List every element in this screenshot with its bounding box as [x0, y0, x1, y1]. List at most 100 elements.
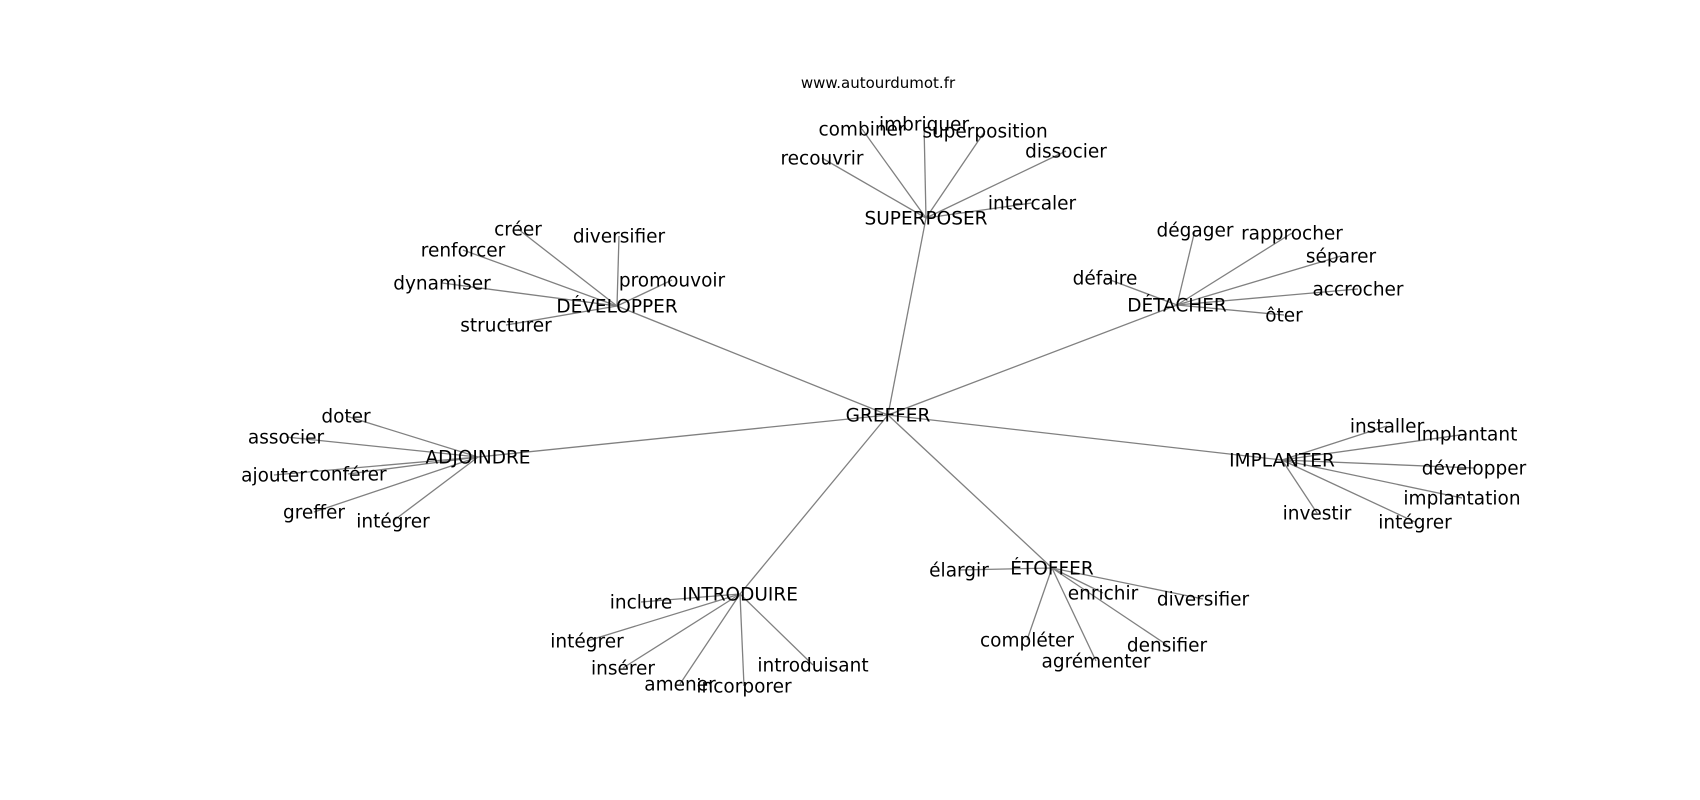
word-node-greffer: greffer [283, 503, 345, 524]
edge-introduire-incorporer [739, 593, 745, 687]
edge-developper-diversifier [616, 235, 620, 307]
word-node-implantant: implantant [1417, 425, 1518, 446]
edge-etoffer-agrementer [1051, 567, 1097, 662]
word-node-completer: compléter [980, 631, 1074, 652]
edge-detacher-degager [1176, 229, 1196, 306]
graph-edges [273, 123, 1475, 687]
root-node: GREFFER [846, 406, 931, 427]
word-node-associer: associer [248, 428, 325, 449]
edge-adjoindre-greffer [313, 456, 479, 513]
group-node-developper: DÉVELOPPER [556, 296, 677, 318]
word-node-creer: créer [494, 220, 542, 241]
edge-root-superposer [887, 217, 927, 416]
word-node-diversifier: diversifier [573, 227, 666, 248]
edge-etoffer-enrichir [1051, 567, 1104, 594]
edge-introduire-inclure [640, 593, 741, 603]
word-node-recouvrir: recouvrir [780, 149, 863, 170]
word-node-doter: doter [321, 407, 371, 428]
edge-introduire-amener [679, 593, 741, 685]
edge-detacher-separer [1176, 255, 1342, 306]
word-node-accrocher: accrocher [1312, 280, 1403, 301]
word-node-separer: séparer [1306, 247, 1377, 268]
word-node-investir: investir [1283, 504, 1352, 525]
word-node-defaire: défaire [1073, 269, 1138, 290]
group-node-adjoindre: ADJOINDRE [425, 448, 530, 469]
word-node-diversifier: diversifier [1157, 590, 1250, 611]
word-node-rapprocher: rapprocher [1241, 224, 1343, 245]
edge-etoffer-completer [1026, 567, 1053, 641]
edge-detacher-accrocher [1176, 288, 1359, 306]
edge-superposer-intercaler [925, 202, 1033, 219]
word-node-intercaler: intercaler [988, 194, 1077, 215]
word-node-renforcer: renforcer [421, 241, 506, 262]
edge-implanter-investir [1281, 459, 1318, 514]
edge-superposer-imbriquer [923, 123, 927, 219]
word-node-implantation: implantation [1403, 489, 1520, 510]
edge-etoffer-densifier [1051, 567, 1168, 646]
group-node-superposer: SUPERPOSER [865, 209, 988, 230]
edge-introduire-integrer [586, 593, 741, 642]
edge-root-adjoindre [477, 414, 889, 458]
group-node-introduire: INTRODUIRE [682, 585, 798, 606]
word-node-elargir: élargir [929, 561, 989, 582]
edge-root-developper [616, 305, 889, 416]
edge-root-introduire [739, 414, 889, 595]
word-node-combiner: combiner [818, 120, 906, 141]
word-node-enrichir: enrichir [1068, 584, 1139, 605]
word-node-dissocier: dissocier [1025, 142, 1107, 163]
edge-adjoindre-conferer [347, 456, 479, 475]
word-node-amener: amener [644, 675, 716, 696]
word-node-imbriquer: imbriquer [879, 115, 970, 136]
edge-root-etoffer [887, 414, 1053, 569]
edge-root-detacher [887, 304, 1178, 416]
edge-superposer-recouvrir [821, 157, 927, 219]
word-node-superposition: superposition [922, 122, 1047, 143]
word-node-inserer: insérer [591, 659, 655, 680]
word-node-introduisant: introduisant [757, 656, 868, 677]
edge-implanter-developper [1281, 459, 1475, 469]
edge-superposer-combiner [861, 128, 927, 219]
edge-developper-creer [517, 228, 618, 307]
edge-developper-dynamiser [441, 282, 618, 307]
edge-detacher-rapprocher [1176, 232, 1293, 306]
word-node-oter: ôter [1265, 306, 1303, 327]
word-node-promouvoir: promouvoir [619, 271, 726, 292]
word-node-degager: dégager [1157, 221, 1234, 242]
word-node-conferer: conférer [309, 465, 387, 486]
edge-developper-promouvoir [616, 279, 673, 307]
edge-developper-structurer [505, 305, 618, 326]
edge-root-implanter [887, 414, 1283, 461]
edge-detacher-defaire [1104, 277, 1178, 306]
edge-introduire-inserer [622, 593, 741, 669]
word-node-ajouter: ajouter [241, 466, 307, 487]
edge-detacher-oter [1176, 304, 1285, 316]
group-node-detacher: DÉTACHER [1127, 295, 1227, 317]
edge-adjoindre-doter [345, 415, 479, 458]
edge-developper-renforcer [462, 249, 618, 307]
word-node-inclure: inclure [610, 593, 672, 614]
edge-implanter-installer [1281, 425, 1388, 461]
edge-implanter-implantation [1281, 459, 1463, 499]
edge-superposer-dissocier [925, 150, 1067, 219]
edge-superposer-superposition [925, 130, 986, 219]
edge-etoffer-diversifier [1051, 567, 1204, 600]
word-node-developper: développer [1422, 459, 1527, 480]
word-node-agrementer: agrémenter [1041, 652, 1150, 673]
word-node-densifier: densifier [1127, 636, 1208, 657]
word-node-integrer: intégrer [356, 512, 430, 533]
word-node-structurer: structurer [460, 316, 552, 337]
group-node-implanter: IMPLANTER [1229, 451, 1335, 472]
edge-adjoindre-integrer [392, 456, 479, 522]
site-url: www.autourdumot.fr [801, 74, 956, 92]
edge-adjoindre-ajouter [273, 456, 479, 476]
word-node-integrer: intégrer [550, 632, 624, 653]
word-node-installer: installer [1350, 417, 1425, 438]
word-node-dynamiser: dynamiser [393, 274, 491, 295]
edge-implanter-integrer [1281, 459, 1416, 523]
edge-adjoindre-associer [285, 436, 479, 458]
word-node-incorporer: incorporer [696, 677, 792, 698]
edge-introduire-introduisant [739, 593, 814, 666]
edge-etoffer-elargir [958, 567, 1053, 571]
